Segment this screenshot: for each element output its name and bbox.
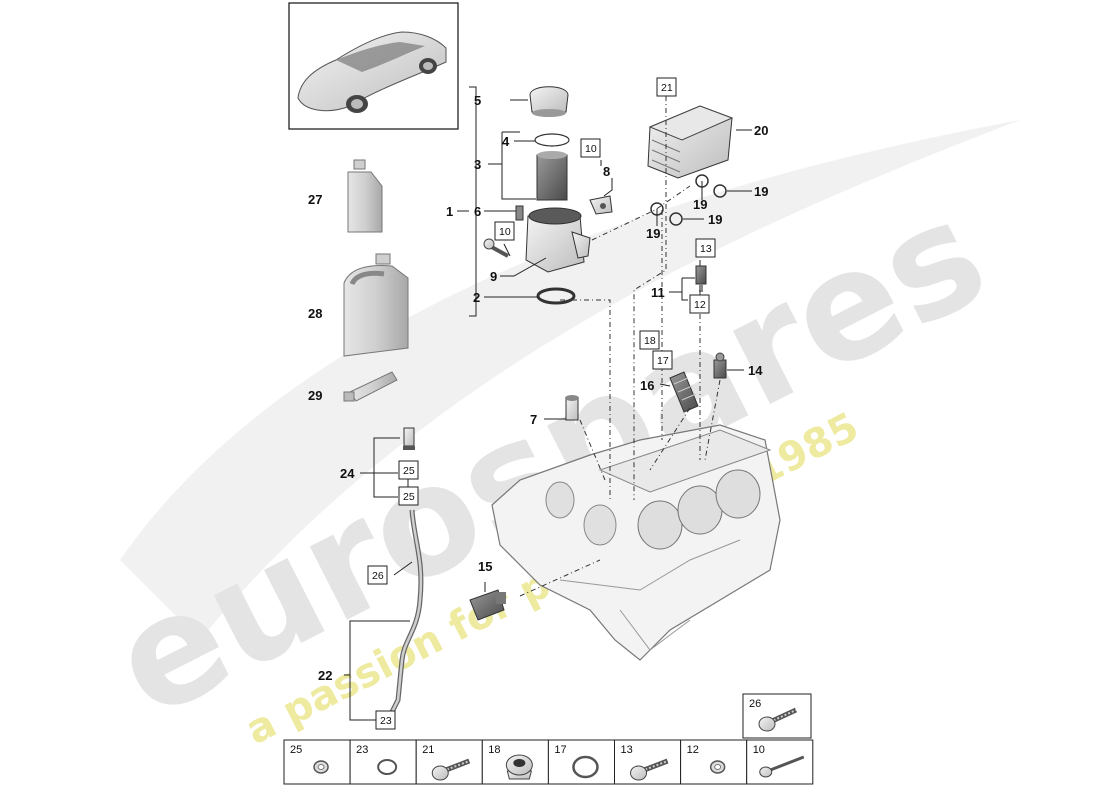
callout-16: 16 <box>640 378 654 393</box>
bolt-icon <box>630 758 669 781</box>
grease-tube <box>343 371 398 402</box>
oil-bottle-small <box>347 159 383 233</box>
callout-27: 27 <box>308 192 322 207</box>
callout-29: 29 <box>308 388 322 403</box>
oil-cooler <box>647 105 734 226</box>
seal-ring-icon <box>572 755 599 779</box>
bolt-9 <box>483 238 509 258</box>
callout-15: 15 <box>478 559 492 574</box>
oil-canister <box>343 253 409 357</box>
washer-icon <box>313 760 329 774</box>
legend-cell-21: 21 <box>415 739 483 785</box>
callout-19-a: 19 <box>693 197 707 212</box>
boxed-callout-25-b: 25 <box>398 486 419 506</box>
callout-19-b: 19 <box>754 184 768 199</box>
valve-16 <box>669 371 699 413</box>
bolt-icon <box>431 758 471 781</box>
callout-19-d: 19 <box>708 212 722 227</box>
fastener-legend: 26 25 23 21 18 17 13 12 10 <box>283 693 814 785</box>
legend-cell-26-extra: 26 <box>742 693 812 739</box>
legend-cell-13: 13 <box>614 739 682 785</box>
boxed-callout-21: 21 <box>656 77 677 97</box>
sensor-11 <box>695 265 707 292</box>
legend-cell-label: 12 <box>687 744 699 756</box>
svg-text:23: 23 <box>380 715 392 727</box>
callout-14: 14 <box>748 363 763 378</box>
boxed-callout-23: 23 <box>375 710 396 730</box>
oil-filter-assembly <box>515 86 591 305</box>
callout-6: 6 <box>474 204 481 219</box>
legend-cell-label: 18 <box>488 744 500 756</box>
leader-lines <box>344 86 752 721</box>
callout-24: 24 <box>340 466 355 481</box>
sensor-15 <box>469 589 506 621</box>
legend-cell-label: 21 <box>422 744 434 756</box>
svg-text:26: 26 <box>749 698 761 710</box>
callout-4: 4 <box>502 134 510 149</box>
o-ring-icon <box>377 759 398 775</box>
boxed-callout-12: 12 <box>689 294 710 314</box>
boxed-callout-17: 17 <box>652 350 673 370</box>
legend-cell-label: 25 <box>290 744 302 756</box>
callout-labels: 1 2 3 4 5 6 7 8 9 11 14 15 16 20 19 19 1… <box>308 93 768 683</box>
callout-7: 7 <box>530 412 537 427</box>
bracket <box>589 195 613 215</box>
callout-11: 11 <box>651 285 665 300</box>
callout-8: 8 <box>603 164 610 179</box>
legend-cell-17: 17 <box>547 739 616 785</box>
boxed-callout-18: 18 <box>639 330 660 350</box>
legend-cell-18: 18 <box>481 739 549 785</box>
boxed-callouts: 10 10 21 13 12 18 17 25 25 26 23 <box>367 77 716 730</box>
car-thumbnail <box>288 2 459 130</box>
legend-cell-label: 17 <box>554 744 566 756</box>
svg-text:18: 18 <box>644 335 656 347</box>
svg-text:10: 10 <box>585 143 597 155</box>
boxed-callout-25-a: 25 <box>398 460 419 480</box>
callout-3: 3 <box>474 157 481 172</box>
sensor-7 <box>565 395 579 421</box>
svg-text:26: 26 <box>372 570 384 582</box>
boxed-callout-13: 13 <box>695 238 716 258</box>
legend-cell-25: 25 <box>283 739 351 785</box>
boxed-callout-10-a: 10 <box>580 138 601 158</box>
engine-block <box>491 424 781 661</box>
boxed-callout-26: 26 <box>367 565 388 585</box>
svg-text:12: 12 <box>694 299 706 311</box>
legend-cell-label: 23 <box>356 744 368 756</box>
callout-22: 22 <box>318 668 332 683</box>
svg-text:21: 21 <box>661 82 673 94</box>
legend-cell-23: 23 <box>349 739 417 785</box>
svg-text:17: 17 <box>657 355 669 367</box>
svg-text:25: 25 <box>403 465 415 477</box>
callout-1: 1 <box>446 204 453 219</box>
plug-screw-icon <box>505 754 533 780</box>
legend-cell-12: 12 <box>680 739 748 785</box>
callout-20: 20 <box>754 123 768 138</box>
legend-row: 25 23 21 18 17 13 12 10 <box>283 739 814 785</box>
washer-icon <box>709 760 726 774</box>
callout-28: 28 <box>308 306 322 321</box>
svg-text:13: 13 <box>700 243 712 255</box>
boxed-callout-10-b: 10 <box>494 221 515 241</box>
legend-cell-label: 13 <box>621 744 633 756</box>
callout-19-c: 19 <box>646 226 660 241</box>
sensor-24 <box>403 427 415 450</box>
connection-dashes <box>519 96 721 597</box>
dipstick-tube <box>389 509 424 714</box>
legend-cell-10: 10 <box>746 739 814 785</box>
legend-cell-label: 10 <box>753 744 765 756</box>
sensor-14 <box>713 352 727 379</box>
svg-text:10: 10 <box>499 226 511 238</box>
long-bolt-icon <box>759 755 805 778</box>
svg-text:25: 25 <box>403 491 415 503</box>
callout-2: 2 <box>473 290 480 305</box>
bolt-icon <box>758 707 798 732</box>
callout-5: 5 <box>474 93 481 108</box>
callout-9: 9 <box>490 269 497 284</box>
